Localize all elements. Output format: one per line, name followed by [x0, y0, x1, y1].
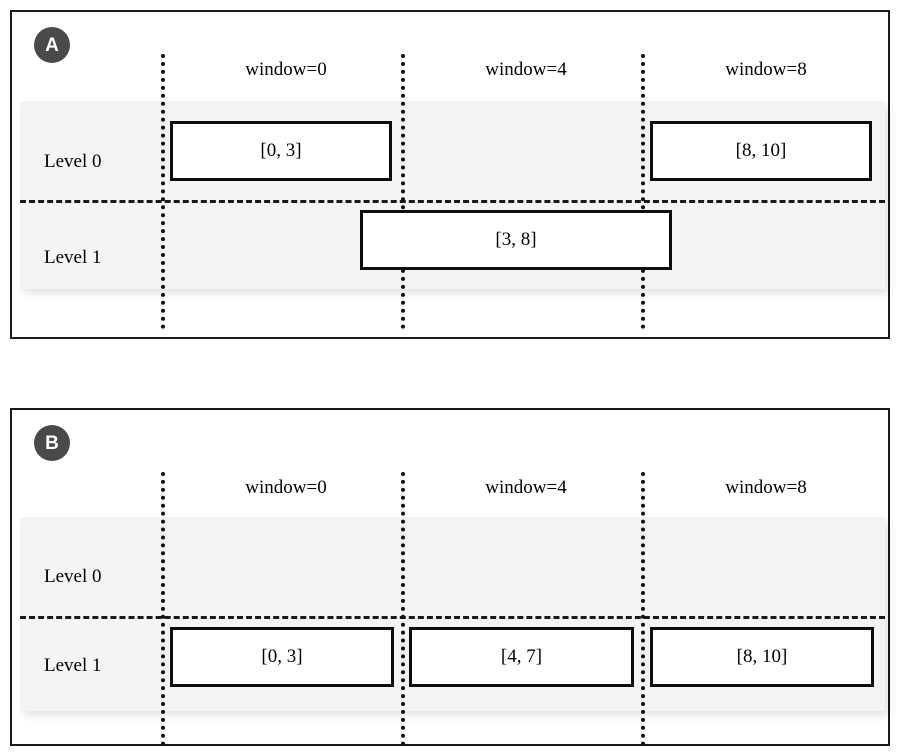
- panel-b-window-header-8: window=8: [725, 477, 807, 498]
- panel-b-window-header-0: window=0: [245, 477, 327, 498]
- panel-a-window-header-8: window=8: [725, 59, 807, 80]
- panel-a-window-boundary-8: [641, 54, 645, 329]
- panel-a-window-boundary-4: [401, 54, 405, 329]
- panel-a-badge: A: [34, 27, 70, 63]
- panel-a-interval-box-8-10[interactable]: [8, 10]: [650, 121, 872, 181]
- panel-a-level-1-label: Level 1: [44, 247, 102, 268]
- panel-b-window-boundary-4: [401, 472, 405, 746]
- panel-b-window-header-4: window=4: [485, 477, 567, 498]
- panel-b-level-divider: [20, 616, 885, 619]
- panel-b-badge: B: [34, 425, 70, 461]
- panel-a-window-boundary-0: [161, 54, 165, 329]
- panel-b-window-boundary-0: [161, 472, 165, 746]
- panel-a-window-header-0: window=0: [245, 59, 327, 80]
- panel-b-interval-box-8-10[interactable]: [8, 10]: [650, 627, 874, 687]
- panel-a: A Level 0 Level 1 window=0 window=4 wind…: [10, 10, 890, 339]
- panel-a-level-divider: [20, 200, 885, 203]
- panel-a-window-header-4: window=4: [485, 59, 567, 80]
- panel-b-level-1-label: Level 1: [44, 655, 102, 676]
- panel-b-window-boundary-8: [641, 472, 645, 746]
- panel-a-interval-box-0-3[interactable]: [0, 3]: [170, 121, 392, 181]
- panel-a-interval-box-3-8[interactable]: [3, 8]: [360, 210, 672, 270]
- panel-b-level-0-label: Level 0: [44, 566, 102, 587]
- panel-b-interval-box-4-7[interactable]: [4, 7]: [409, 627, 634, 687]
- panel-b-interval-box-0-3[interactable]: [0, 3]: [170, 627, 394, 687]
- panel-a-level-0-label: Level 0: [44, 151, 102, 172]
- panel-b: B Level 0 Level 1 window=0 window=4 wind…: [10, 408, 890, 746]
- transition-region: Strict window compaction, window = 4: [0, 340, 906, 740]
